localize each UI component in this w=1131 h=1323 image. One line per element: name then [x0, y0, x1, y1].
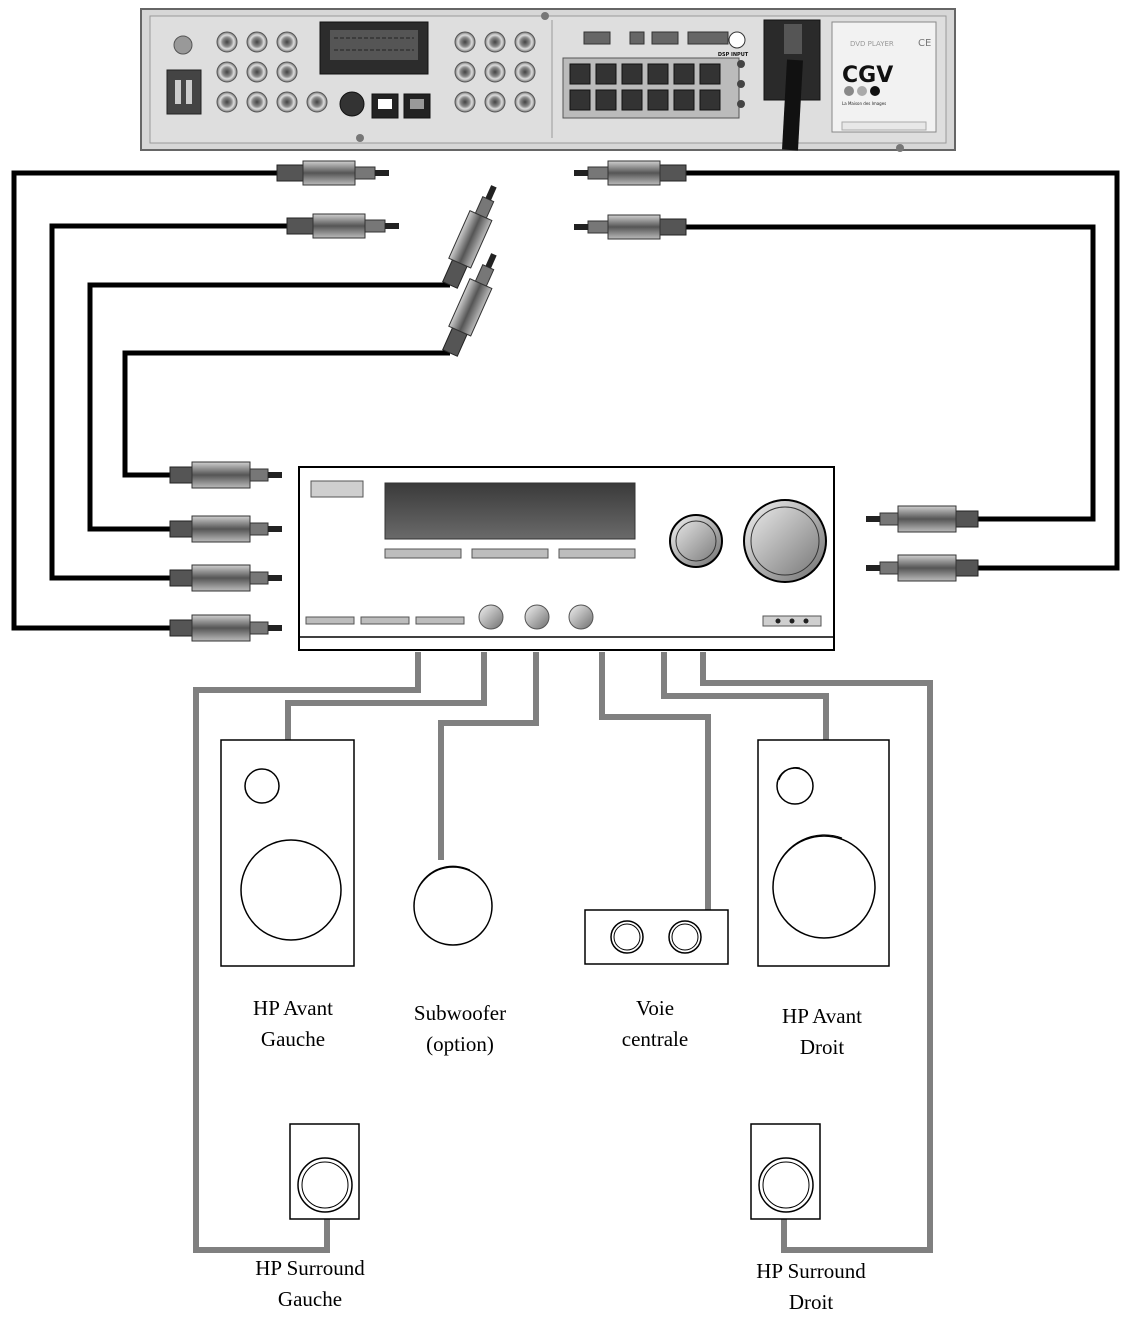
brand-tagline: La Maison des Images — [842, 101, 886, 106]
label-line: HP Surround — [255, 1256, 365, 1280]
label-surround-left: HP Surround Gauche — [210, 1253, 410, 1315]
label-center: Voie centrale — [555, 993, 755, 1055]
rca-cable-1 — [11, 170, 277, 631]
rca-plug — [276, 160, 389, 186]
screw-icon — [173, 35, 193, 55]
brand-logo: CGV — [842, 63, 893, 88]
label-line: (option) — [426, 1032, 494, 1056]
wire-surround-right — [700, 652, 933, 1253]
rca-plug — [574, 214, 687, 240]
rca-cable-4 — [122, 350, 450, 478]
s-video-jack — [339, 91, 365, 117]
speaker-surround-right — [750, 1123, 821, 1220]
rca-plugs — [169, 160, 979, 642]
rca-cable-2 — [49, 223, 287, 581]
dsp-input-label: DSP INPUT — [718, 52, 749, 58]
label-line: Gauche — [260, 1027, 326, 1051]
label-line: HP Avant — [253, 996, 333, 1020]
scart-connector — [319, 21, 429, 75]
rca-jacks-left — [216, 31, 328, 113]
woofer-icon — [240, 839, 342, 941]
woofer-icon — [772, 835, 876, 939]
speaker-front-right — [757, 739, 890, 967]
rca-plug — [442, 253, 497, 357]
dvd-player-rear-panel: DSP INPUT DVD PLAYER CE CGV — [140, 8, 956, 152]
rca-cable-6 — [686, 224, 1096, 522]
label-subwoofer: Subwoofer (option) — [360, 998, 560, 1060]
rating-label: DVD PLAYER CE CGV La Maison des Images — [831, 21, 937, 133]
rca-plug — [169, 614, 282, 642]
wire-front-left — [285, 652, 487, 740]
power-socket — [166, 69, 202, 115]
label-front-right: HP Avant Droit — [722, 1001, 922, 1063]
rca-plug — [169, 564, 282, 592]
wire-surround-left — [193, 652, 421, 1253]
rca-jacks-5-1-outputs — [454, 31, 536, 113]
speaker-surround-left — [289, 1123, 360, 1220]
label-line: Droit — [799, 1035, 845, 1059]
label-line: HP Surround — [756, 1259, 866, 1283]
digital-ports — [583, 31, 729, 45]
receiver-display — [384, 482, 636, 540]
wire-center — [599, 652, 711, 910]
rca-plug — [866, 505, 979, 533]
rca-cable-5 — [686, 170, 1120, 571]
selector-knob — [669, 514, 723, 568]
label-surround-right: HP Surround Droit — [711, 1256, 911, 1318]
rca-cable-3 — [87, 282, 450, 532]
rca-plug — [169, 515, 282, 543]
av-receiver — [298, 466, 835, 651]
wire-subwoofer — [438, 652, 539, 860]
tweeter-icon — [244, 768, 280, 804]
speaker-center — [584, 909, 729, 965]
label-line: centrale — [621, 1027, 689, 1051]
rca-plug — [286, 213, 399, 239]
label-panel-text: DVD PLAYER — [850, 40, 894, 48]
subwoofer-icon — [413, 866, 493, 946]
speaker-subwoofer — [413, 865, 493, 946]
rca-plug — [169, 461, 282, 489]
dsp-input-jack — [728, 31, 746, 49]
rca-plug — [442, 185, 497, 289]
label-line: Gauche — [277, 1287, 343, 1311]
power-button — [310, 480, 364, 498]
label-front-left: HP Avant Gauche — [193, 993, 393, 1055]
rca-plug — [866, 554, 979, 582]
rca-cables — [11, 170, 1120, 631]
ce-mark: CE — [918, 38, 931, 49]
power-cord — [782, 59, 803, 151]
rca-plug — [574, 160, 687, 186]
label-line: HP Avant — [782, 1004, 862, 1028]
speaker-wires — [193, 652, 933, 1253]
label-line: Droit — [788, 1290, 834, 1314]
volume-knob — [743, 499, 827, 583]
label-line: Subwoofer — [413, 1001, 507, 1025]
speaker-terminals — [562, 57, 745, 119]
wire-front-right — [661, 652, 829, 740]
speaker-front-left — [220, 739, 355, 967]
label-line: Voie — [635, 996, 675, 1020]
